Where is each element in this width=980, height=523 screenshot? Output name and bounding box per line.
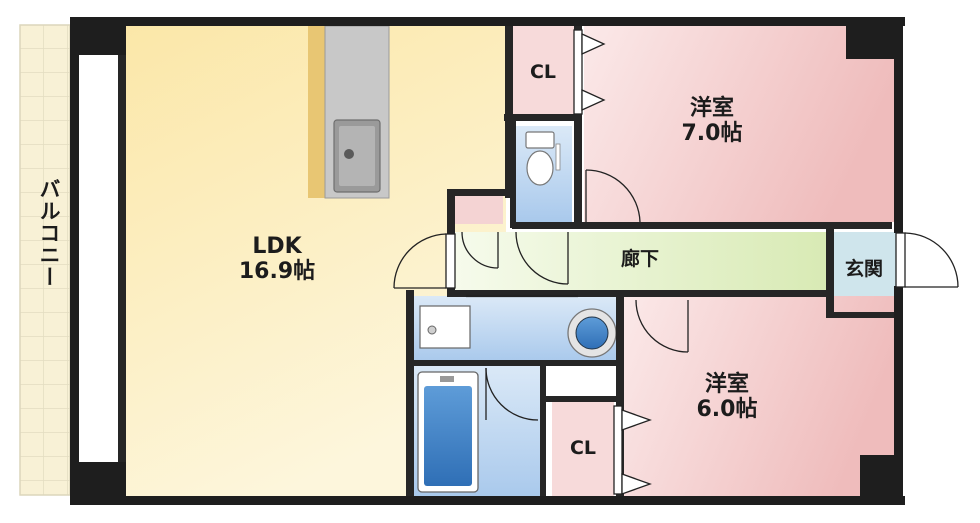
hallway-label: 廊下 xyxy=(620,248,659,270)
entrance-label: 玄関 xyxy=(844,258,883,280)
western-room-2-label: 洋室 6.0帖 xyxy=(667,372,787,423)
western-room-1-size: 7.0帖 xyxy=(681,121,743,147)
balcony xyxy=(19,24,71,496)
closet-doors xyxy=(573,29,652,495)
toilet-fixture xyxy=(525,131,561,186)
closet-1-label: CL xyxy=(529,61,557,83)
closet-2-floor xyxy=(552,400,614,498)
closet-2-label: CL xyxy=(569,437,597,459)
ldk-name: LDK xyxy=(252,234,302,259)
doors xyxy=(393,169,959,421)
balcony-label: バルコニー xyxy=(37,178,61,288)
western-room-2-floor xyxy=(622,296,894,498)
closet-1-floor xyxy=(512,26,574,120)
exterior-walls xyxy=(70,17,905,505)
bathtub-fixture xyxy=(417,371,479,493)
western-room-1-name: 洋室 xyxy=(689,96,734,121)
ldk-label: LDK 16.9帖 xyxy=(212,234,342,285)
washbasin-fixture xyxy=(419,305,471,349)
ldk-size: 16.9帖 xyxy=(238,259,316,285)
small-storage-floor xyxy=(453,196,503,224)
western-room-1-label: 洋室 7.0帖 xyxy=(652,96,772,147)
western-room-1-floor xyxy=(584,26,894,222)
western-room-2-size: 6.0帖 xyxy=(696,397,758,423)
hallway-floor xyxy=(453,232,829,290)
kitchen-counter xyxy=(308,25,390,199)
western-room-2-name: 洋室 xyxy=(704,372,749,397)
washing-machine-fixture xyxy=(567,308,617,358)
